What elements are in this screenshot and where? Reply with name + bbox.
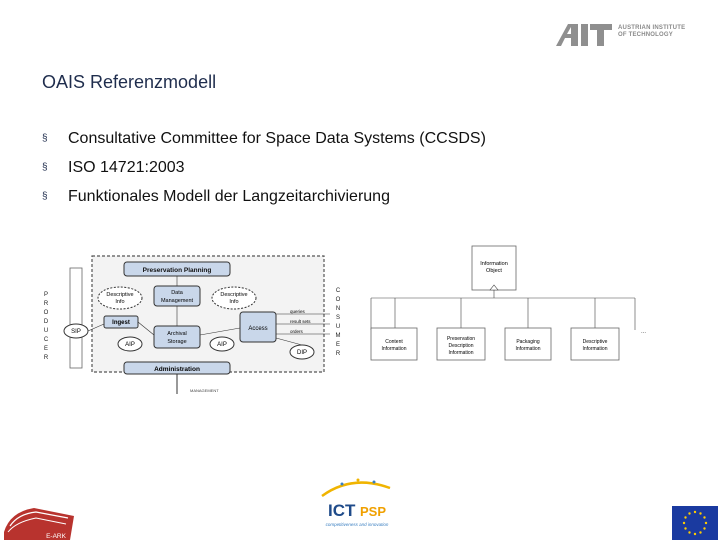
bullet-item: § ISO 14721:2003 — [42, 153, 486, 182]
logo-subtitle-line2: OF TECHNOLOGY — [618, 32, 673, 38]
queries-label: queries — [290, 309, 306, 314]
producer-letter: U — [44, 328, 48, 334]
sip-label: SIP — [71, 329, 81, 335]
bullet-marker: § — [42, 191, 48, 202]
ict-text: ICT — [328, 501, 356, 520]
ait-logo-subtitle: AUSTRIAN INSTITUTE OF TECHNOLOGY — [618, 25, 688, 39]
content-information-box — [370, 327, 418, 361]
bullet-text: Funktionales Modell der Langzeitarchivie… — [68, 188, 390, 205]
packaging-information-label: Packaging — [516, 339, 540, 345]
access-box — [239, 311, 277, 343]
consumer-letter: N — [336, 306, 340, 312]
descriptive-info-left — [97, 286, 143, 310]
consumer-letter: U — [336, 324, 340, 330]
preservation-planning-label: Preservation Planning — [143, 267, 212, 274]
consumer-label: C O N S U M E R — [336, 288, 341, 357]
slide-title: OAIS Referenzmodell — [42, 72, 217, 92]
bullet-item: § Consultative Committee for Space Data S… — [42, 124, 486, 153]
information-object-box — [471, 245, 517, 291]
producer-letter: R — [44, 301, 49, 307]
management-label: MANAGEMENT — [190, 388, 219, 393]
ict-tagline: competitiveness and innovation — [326, 522, 389, 527]
administration-label: Administration — [154, 366, 200, 373]
result-sets-label: result sets — [290, 319, 311, 324]
consumer-letter: S — [336, 315, 340, 321]
aip-label: AIP — [217, 342, 227, 348]
producer-letter: R — [44, 355, 49, 361]
dip-label: DIP — [297, 350, 307, 356]
aip-ellipse-1 — [117, 336, 143, 352]
psp-text: PSP — [360, 504, 386, 519]
aip-ellipse-2 — [209, 336, 235, 352]
consumer-letter: C — [336, 288, 341, 294]
bullet-list: § Consultative Committee for Space Data S… — [42, 124, 486, 211]
descriptive-information-label: Information — [582, 346, 607, 352]
data-management-label: Management — [161, 298, 194, 304]
descriptive-info-left-label: Info — [115, 299, 124, 305]
producer-letter: E — [44, 346, 48, 352]
preservation-description-box — [436, 327, 486, 361]
descriptive-info-right-label: Descriptive — [220, 292, 247, 298]
consumer-letter: O — [336, 297, 341, 303]
information-object-label: Object — [486, 268, 502, 274]
preservation-description-label: Description — [448, 343, 473, 349]
tree-ellipsis: ... — [641, 329, 646, 335]
packaging-information-box — [504, 327, 552, 361]
logo-subtitle-line1: AUSTRIAN INSTITUTE — [618, 25, 686, 31]
descriptive-information-label: Descriptive — [583, 339, 608, 345]
preservation-description-label: Preservation — [447, 336, 475, 342]
consumer-letter: M — [336, 333, 341, 339]
access-label: Access — [248, 326, 267, 332]
producer-label: P R O D U C E R — [44, 292, 49, 361]
eu-stars — [682, 510, 708, 536]
packaging-information-label: Information — [515, 346, 540, 352]
producer-letter: P — [44, 292, 48, 298]
information-object-tree: Information Object ... Content Informati… — [370, 245, 646, 361]
e-ark-label: E-ARK — [46, 533, 67, 540]
content-information-label: Information — [381, 346, 406, 352]
descriptive-info-right-label: Info — [229, 299, 238, 305]
oais-functional-diagram: P R O D U C E R C O N S U M E R Preserva… — [44, 255, 341, 394]
descriptive-info-left-label: Descriptive — [106, 292, 133, 298]
producer-letter: O — [44, 310, 49, 316]
descriptive-information-box — [570, 327, 620, 361]
archival-storage-label: Storage — [167, 339, 186, 345]
data-management-label: Data — [171, 290, 184, 296]
consumer-letter: R — [336, 351, 341, 357]
bullet-marker: § — [42, 133, 48, 144]
consumer-letter: E — [336, 342, 340, 348]
bullet-marker: § — [42, 162, 48, 173]
ingest-label: Ingest — [112, 320, 130, 326]
preservation-description-label: Information — [448, 350, 473, 356]
content-information-label: Content — [385, 339, 403, 345]
e-ark-book-icon: E-ARK — [4, 508, 74, 540]
information-object-label: Information — [480, 261, 508, 267]
producer-letter: C — [44, 337, 49, 343]
ict-psp-logo: ICT PSP competitiveness and innovation — [321, 478, 391, 527]
bullet-item: § Funktionales Modell der Langzeitarchivi… — [42, 182, 486, 211]
bullet-text: Consultative Committee for Space Data Sy… — [68, 130, 486, 147]
bullet-text: ISO 14721:2003 — [68, 159, 185, 176]
archival-storage-label: Archival — [167, 331, 187, 337]
ait-logo — [556, 24, 612, 46]
descriptive-info-right — [211, 286, 257, 310]
eu-flag-icon — [672, 506, 718, 540]
orders-label: orders — [290, 329, 304, 334]
producer-letter: D — [44, 319, 49, 325]
aip-label: AIP — [125, 342, 135, 348]
